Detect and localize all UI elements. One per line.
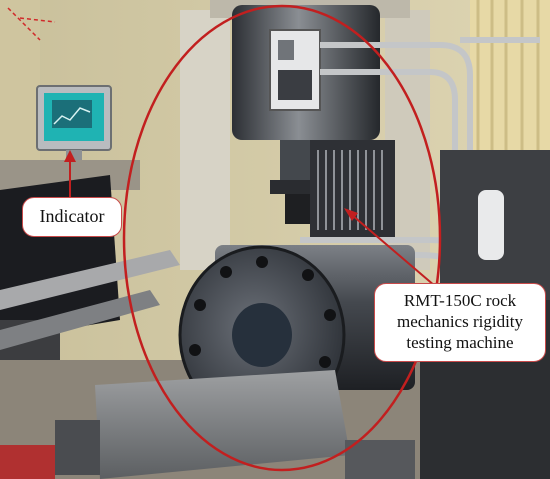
base-plate — [345, 440, 415, 479]
loading-block — [95, 370, 350, 479]
instrument-rack — [310, 140, 395, 240]
machine-label: RMT-150C rock mechanics rigidity testing… — [396, 291, 524, 352]
pointer-arrow — [344, 208, 436, 287]
side-rail-2 — [0, 290, 160, 350]
rack-slots — [317, 150, 383, 230]
red-ellipse-highlight — [122, 4, 442, 472]
monitor-icon — [36, 85, 112, 160]
dashed-marks — [7, 7, 56, 41]
indicator-label: Indicator — [39, 206, 105, 227]
frame-column-left — [180, 10, 230, 270]
oil-bottle — [478, 190, 504, 260]
machine-callout: RMT-150C rock mechanics rigidity testing… — [374, 283, 546, 362]
valve-body — [278, 70, 312, 100]
indicator-callout: Indicator — [22, 197, 122, 237]
curtain-folds — [476, 0, 540, 150]
block-bracket — [55, 420, 100, 475]
cylinder-hub — [232, 303, 292, 367]
red-base — [0, 445, 55, 479]
left-wall — [0, 0, 40, 170]
side-rail — [0, 250, 180, 310]
pointer-arrow — [64, 150, 76, 198]
valve — [278, 40, 294, 60]
